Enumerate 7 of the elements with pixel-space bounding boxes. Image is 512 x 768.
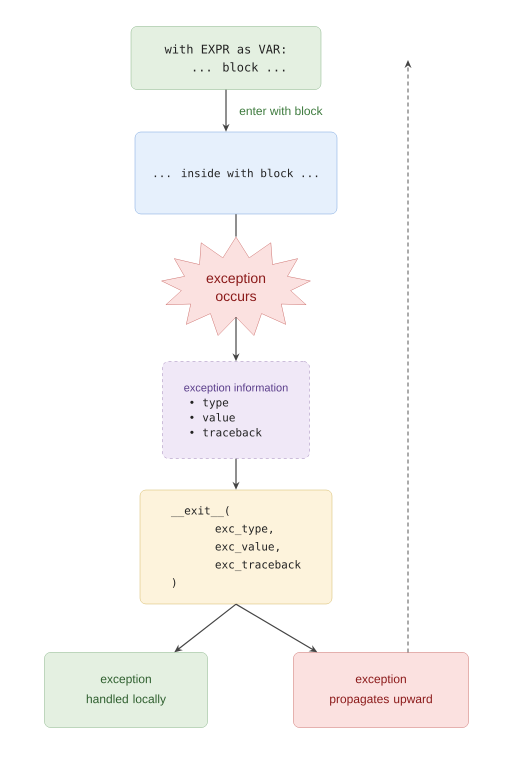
process-box: exception propagates upward [293, 652, 469, 728]
edge-label: enter with block [238, 105, 324, 116]
code-box: ... inside with block ... [134, 132, 338, 214]
code-box: __exit__( exc_type, exc_value, exc_traceback ) [140, 490, 332, 604]
code-box: with EXPR as VAR: ... block ... [130, 26, 322, 90]
info-box: exception information type value traceback [162, 361, 310, 459]
process-box: exception handled locally [44, 652, 208, 728]
